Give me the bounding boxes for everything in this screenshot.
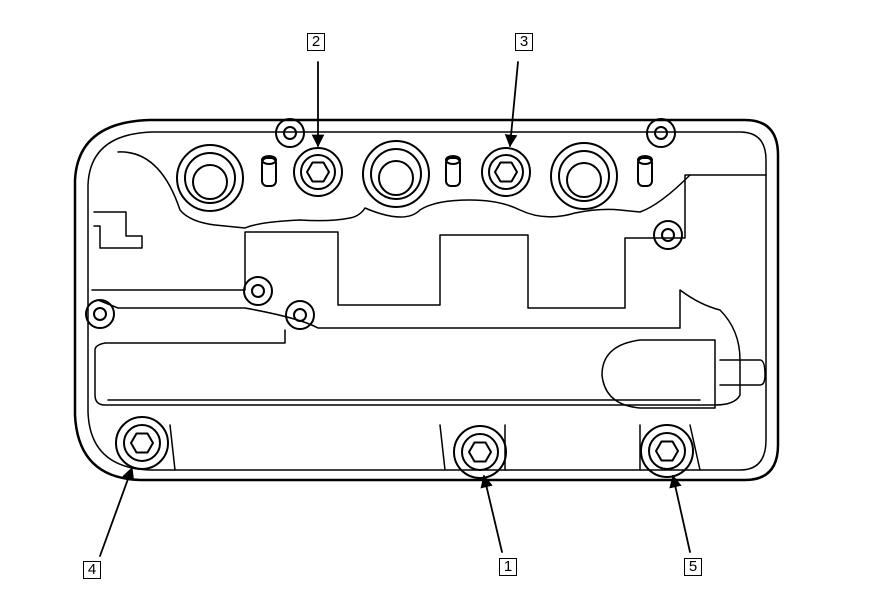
leader-4	[99, 466, 135, 557]
bolt-5	[640, 424, 694, 478]
boss-left	[85, 299, 115, 329]
leader-5	[669, 474, 691, 553]
callout-1: 1	[499, 558, 517, 576]
leader-1	[480, 474, 503, 553]
bolt-1	[453, 425, 507, 479]
callout-2: 2	[307, 33, 325, 51]
spark-plug-port-2	[362, 140, 430, 208]
boss-center-left	[243, 276, 273, 306]
callout-3: 3	[515, 33, 533, 51]
boss-top-right	[646, 118, 676, 148]
bolt-2	[293, 147, 343, 197]
port-band-outline	[117, 151, 691, 229]
bolt-4	[115, 416, 169, 470]
inner-slot	[107, 359, 766, 401]
leader-3	[504, 61, 519, 148]
boss-right	[653, 220, 683, 250]
pcv-boss	[601, 339, 716, 409]
baffle-wall	[91, 174, 767, 309]
stud-3	[637, 155, 653, 187]
boss-center	[285, 300, 315, 330]
callout-5: 5	[684, 558, 702, 576]
spark-plug-port-3	[550, 142, 618, 210]
lower-rib	[169, 424, 701, 471]
stud-1	[261, 155, 277, 187]
boss-top-left	[275, 118, 305, 148]
baffle-wall-lower	[94, 289, 741, 406]
spark-plug-port-1	[176, 144, 244, 212]
callout-4: 4	[83, 561, 101, 579]
step-detail	[93, 211, 143, 249]
bolt-3	[481, 147, 531, 197]
stud-2	[445, 155, 461, 187]
